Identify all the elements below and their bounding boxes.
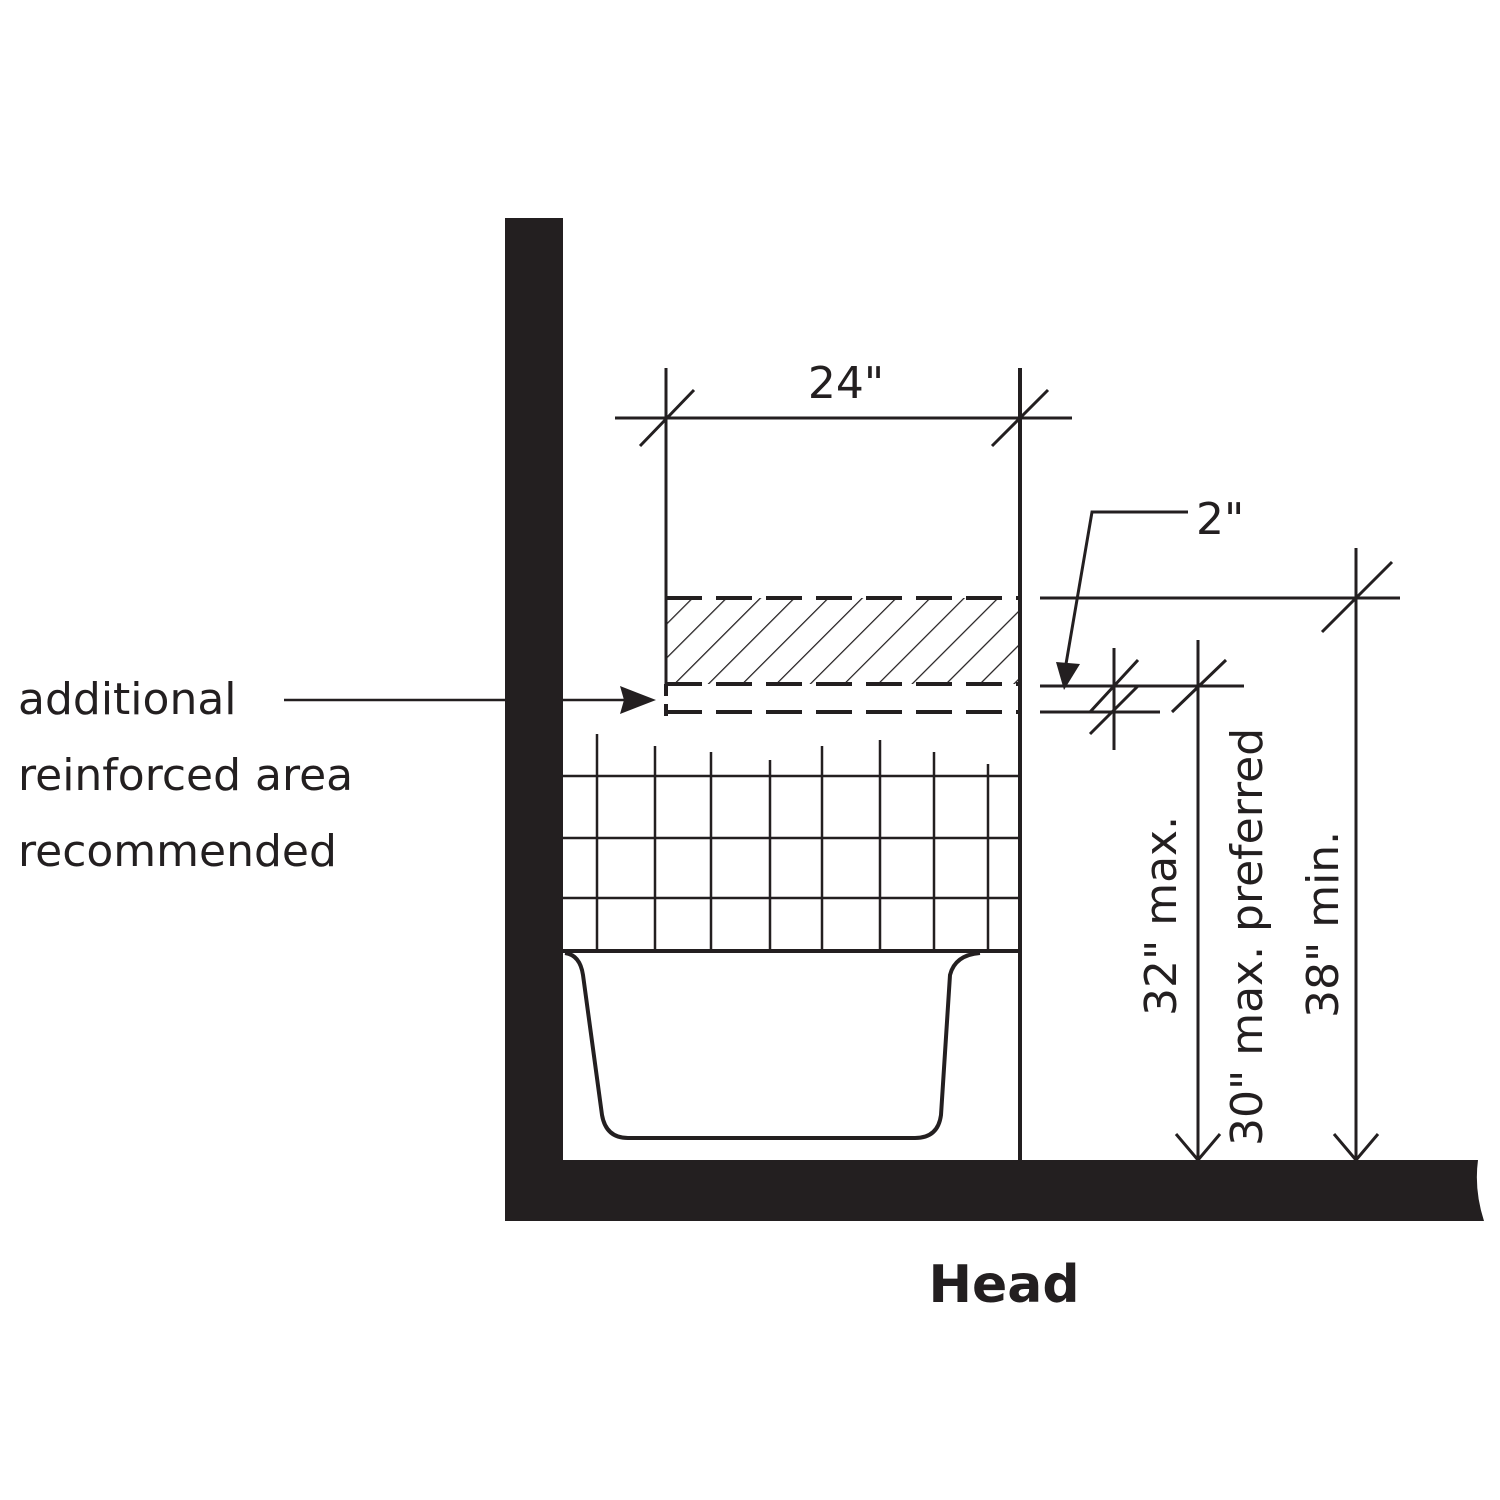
offset-dimension-label: 2" — [1196, 494, 1244, 545]
floor-slab — [505, 1160, 1484, 1221]
offset-arrowhead — [1056, 662, 1080, 690]
callout-line-2: reinforced area — [18, 750, 353, 801]
callout-line-1: additional — [18, 674, 237, 725]
callout-arrowhead — [620, 686, 656, 714]
tub-basin — [564, 951, 981, 1140]
wall-structure — [505, 218, 1484, 1221]
min-height-dimension: 38" min. — [1298, 548, 1394, 1163]
tile-grid — [563, 734, 1020, 950]
grab-bar-zone — [664, 368, 1020, 718]
reinforced-area-callout: additional reinforced area recommended — [18, 674, 656, 877]
max-height-label: 32" max. — [1136, 816, 1187, 1016]
width-dimension: 24" — [615, 358, 1072, 448]
extension-lines — [1040, 596, 1400, 714]
max-height-dimension: 32" max. 30" max. preferred — [1136, 640, 1273, 1163]
grab-bar-hatch — [666, 598, 1020, 684]
back-wall — [505, 218, 563, 1221]
min-height-label: 38" min. — [1298, 831, 1349, 1018]
offset-dimension: 2" — [1056, 494, 1244, 750]
diagram-caption: Head — [928, 1255, 1079, 1315]
preferred-height-label: 30" max. preferred — [1222, 728, 1273, 1146]
bathtub — [563, 949, 1020, 1140]
width-dimension-label: 24" — [808, 358, 884, 409]
callout-line-3: recommended — [18, 826, 337, 877]
